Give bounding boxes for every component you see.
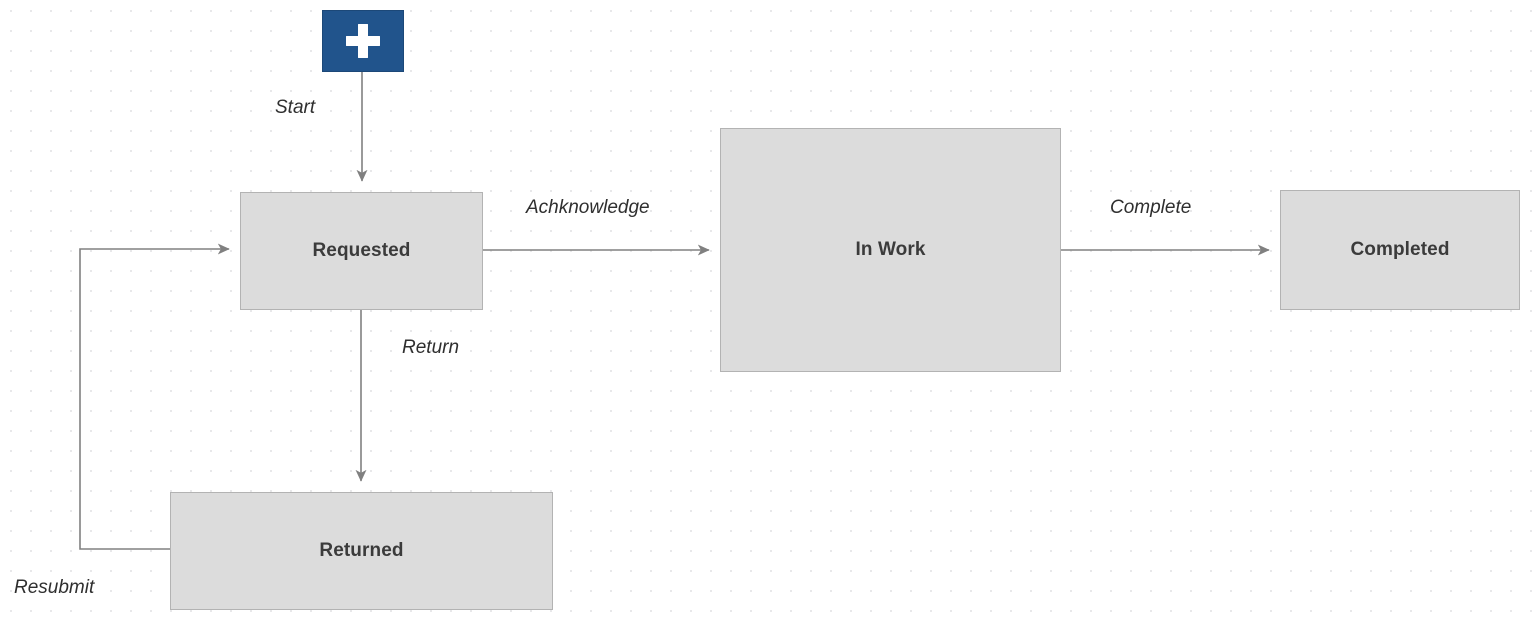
edge-label-return: Return: [402, 337, 460, 358]
state-label-requested: Requested: [312, 239, 411, 261]
state-label-completed: Completed: [1350, 238, 1450, 260]
start-node[interactable]: [322, 10, 404, 72]
state-label-returned: Returned: [319, 539, 404, 561]
state-node-in-work[interactable]: In Work: [720, 128, 1061, 372]
edge-label-resubmit: Resubmit: [14, 577, 95, 598]
state-node-returned[interactable]: Returned: [170, 492, 553, 610]
state-label-in-work: In Work: [855, 238, 926, 260]
state-node-completed[interactable]: Completed: [1280, 190, 1520, 310]
edge-label-complete: Complete: [1110, 197, 1192, 218]
edge-label-start: Start: [275, 97, 316, 118]
plus-icon: [346, 24, 380, 58]
edge-label-achknowledge: Achknowledge: [526, 197, 650, 218]
state-node-requested[interactable]: Requested: [240, 192, 483, 310]
